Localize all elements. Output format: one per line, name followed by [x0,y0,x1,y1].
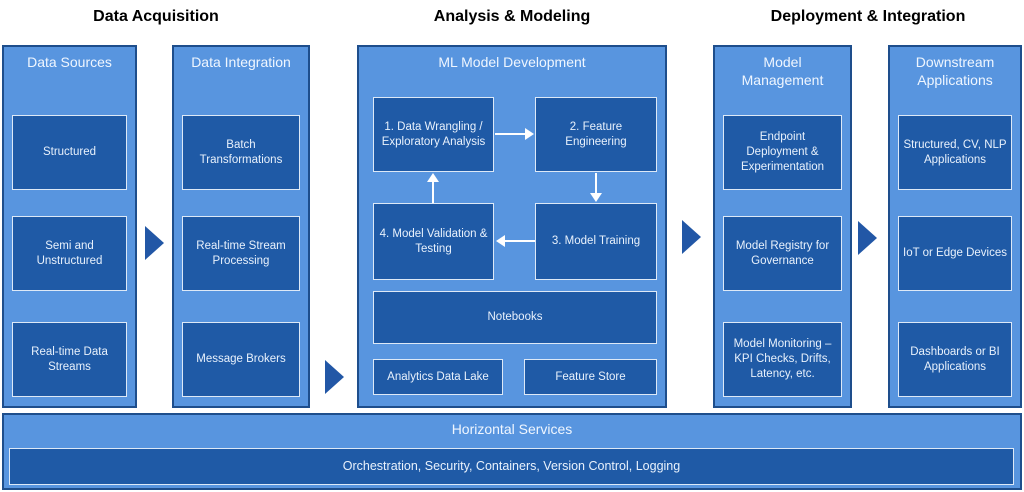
box-endpoint-deployment-experimentation: Endpoint Deployment & Experimentation [723,115,842,190]
section-header-data-acquisition: Data Acquisition [93,8,219,25]
box-semi-unstructured: Semi and Unstructured [12,216,127,291]
panel-data-integration: Data Integration Batch Transformations R… [172,45,310,408]
box-analytics-data-lake: Analytics Data Lake [373,359,503,395]
box-structured: Structured [12,115,127,190]
section-header-analysis-modeling: Analysis & Modeling [433,8,591,25]
panel-title-data-sources: Data Sources [27,54,112,70]
flow-arrow-icon [682,220,701,254]
panel-title-model-management: Model Management [741,54,824,88]
panel-model-management: Model Management Endpoint Deployment & E… [713,45,852,408]
flow-arrow-icon [325,360,344,394]
down-arrow-stem [595,173,597,193]
panel-ml-model-development: ML Model Development 1. Data Wrangling /… [357,45,667,408]
down-arrow-icon [590,193,602,202]
left-arrow-icon [496,235,505,247]
box-data-wrangling-exploratory-analysis: 1. Data Wrangling / Exploratory Analysis [373,97,494,172]
left-arrow-stem [505,240,535,242]
flow-arrow-icon [145,226,164,260]
panel-horizontal-services: Horizontal Services Orchestration, Secur… [2,413,1022,490]
section-header-deployment-integration: Deployment & Integration [770,8,966,25]
right-arrow-icon [525,128,534,140]
box-horizontal-services-list: Orchestration, Security, Containers, Ver… [9,448,1014,485]
box-model-registry-governance: Model Registry for Governance [723,216,842,291]
box-realtime-stream-processing: Real-time Stream Processing [182,216,300,291]
panel-title-downstream-applications: Downstream Applications [915,54,995,88]
box-feature-engineering: 2. Feature Engineering [535,97,657,172]
box-notebooks: Notebooks [373,291,657,344]
panel-title-horizontal-services: Horizontal Services [451,421,573,437]
flow-arrow-icon [858,221,877,255]
box-batch-transformations: Batch Transformations [182,115,300,190]
box-model-monitoring: Model Monitoring – KPI Checks, Drifts, L… [723,322,842,397]
panel-data-sources: Data Sources Structured Semi and Unstruc… [2,45,137,408]
box-dashboards-bi-applications: Dashboards or BI Applications [898,322,1012,397]
box-iot-edge-devices: IoT or Edge Devices [898,216,1012,291]
up-arrow-stem [432,181,434,203]
right-arrow-stem [495,133,525,135]
box-message-brokers: Message Brokers [182,322,300,397]
box-model-validation-testing: 4. Model Validation & Testing [373,203,494,280]
panel-downstream-applications: Downstream Applications Structured, CV, … [888,45,1022,408]
panel-title-ml-model-development: ML Model Development [438,54,586,70]
panel-title-data-integration: Data Integration [191,54,291,70]
box-realtime-data-streams: Real-time Data Streams [12,322,127,397]
up-arrow-icon [427,173,439,182]
box-model-training: 3. Model Training [535,203,657,280]
box-structured-cv-nlp-applications: Structured, CV, NLP Applications [898,115,1012,190]
box-feature-store: Feature Store [524,359,657,395]
